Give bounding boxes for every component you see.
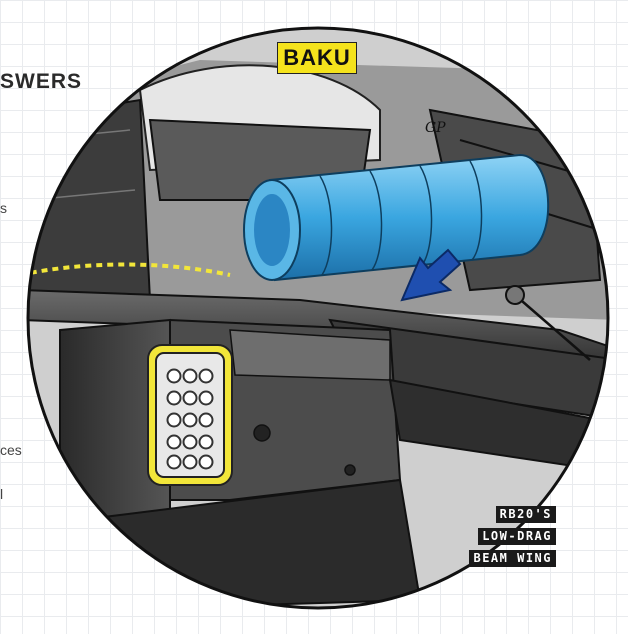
article-heading-fragment: SWERS (0, 70, 83, 93)
body-text-fragment-1: s (0, 200, 7, 216)
suspension-link (514, 294, 591, 361)
sidepod-panel (28, 98, 152, 312)
rain-light-leds (166, 368, 214, 470)
beam-wing-upper (28, 288, 608, 382)
vignette-border (26, 26, 610, 610)
highlight-dashed-line (28, 262, 231, 277)
caption-line-2: LOW-DRAG (478, 528, 556, 545)
caption-line-1: RB20'S (495, 506, 556, 523)
body-text-fragment-3: l (0, 486, 4, 502)
caption-line-3: BEAM WING (469, 550, 556, 567)
body-text-fragment-2: ces (0, 442, 22, 458)
location-tag: BAKU (277, 42, 357, 74)
callout-arrow (400, 248, 462, 302)
illustration-caption: RB20'S LOW-DRAG BEAM WING (469, 505, 556, 571)
artist-signature: GP (425, 120, 446, 136)
